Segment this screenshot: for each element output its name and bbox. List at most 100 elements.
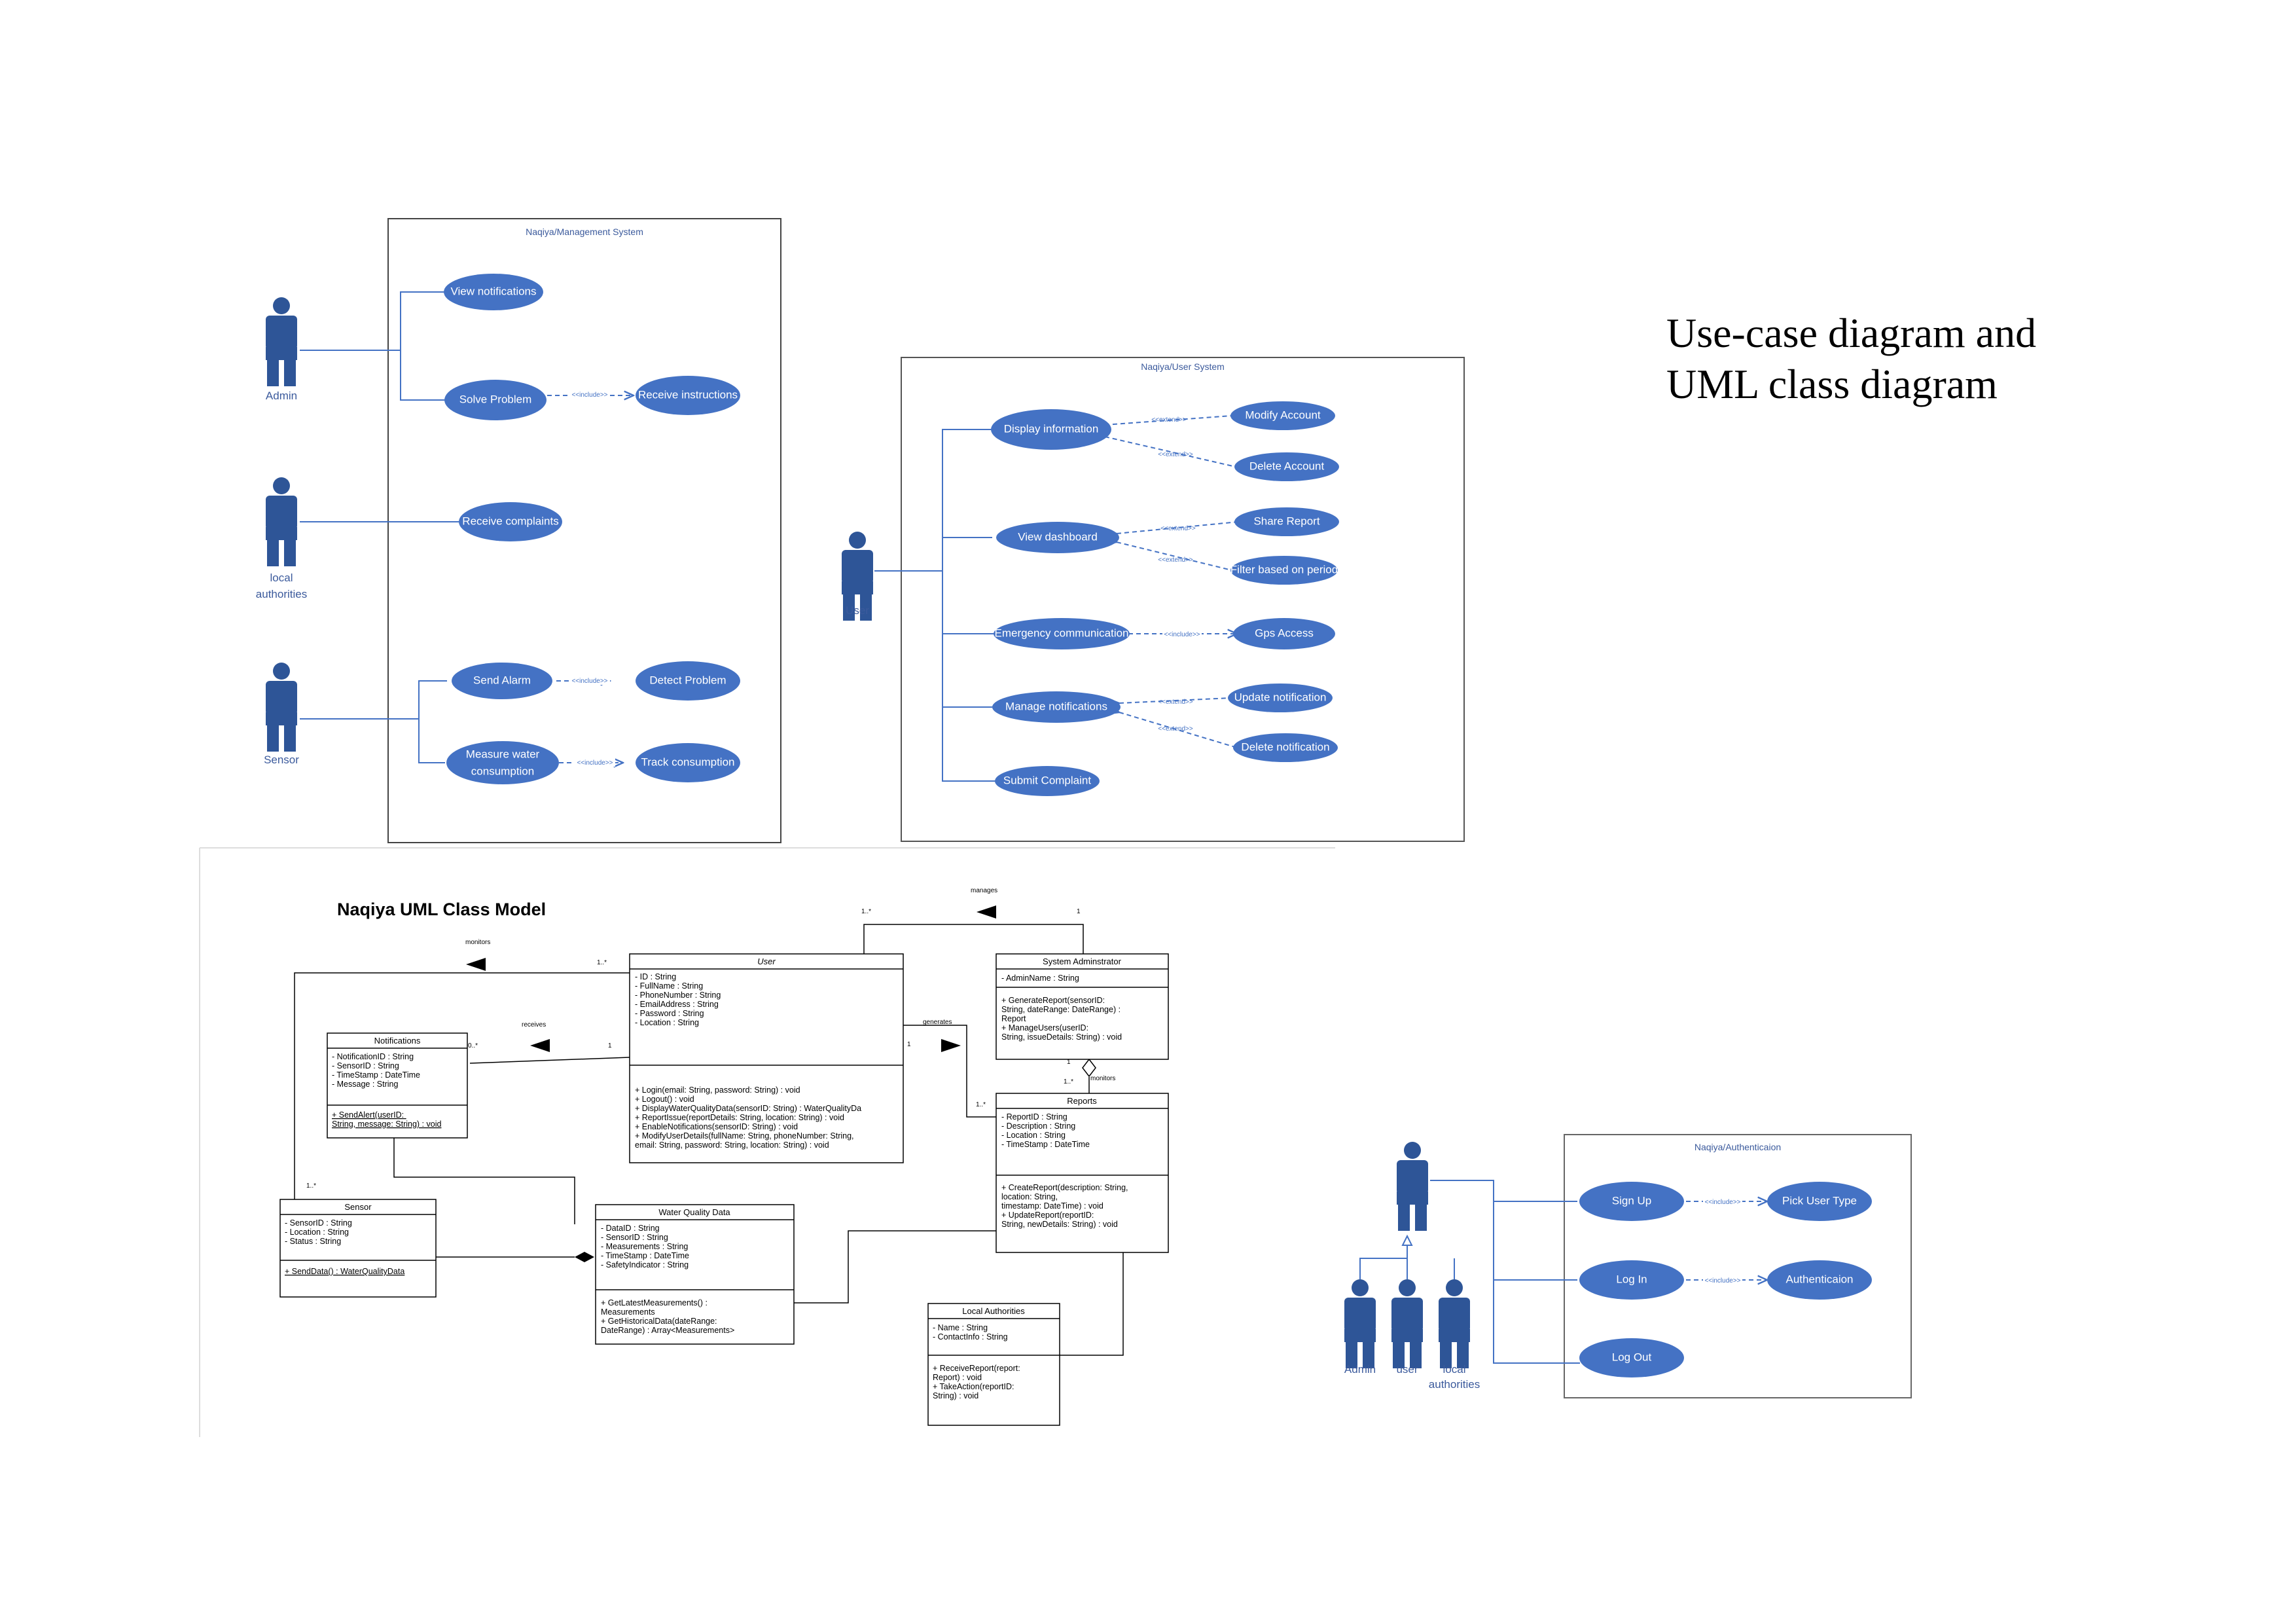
admin-actor-label: Admin xyxy=(266,390,297,402)
uc-receive-complaints xyxy=(459,502,562,541)
auth-system-boundary xyxy=(1564,1134,1912,1398)
auth-include-lines xyxy=(1686,1201,1767,1280)
class-sensor: Sensor - SensorID : String - Location : … xyxy=(279,1199,437,1298)
extend-label-3: <<extend>> xyxy=(1160,525,1196,532)
class-system-admin: System Adminstrator - AdminName : String… xyxy=(996,953,1169,1060)
extend-label-6: <<extend>> xyxy=(1158,725,1193,733)
uc-receive-instructions xyxy=(636,376,740,415)
extend-label-2: <<extend>> xyxy=(1158,451,1193,458)
class-admin-attribute: - AdminName : String xyxy=(1001,974,1079,983)
uc-delete-notification-label: Delete notification xyxy=(1241,740,1329,753)
class-model-title: Naqiya UML Class Model xyxy=(337,900,546,919)
uc-solve-problem xyxy=(444,380,547,420)
class-model: Naqiya UML Class Model manages 1..* 1 mo… xyxy=(199,847,1335,1437)
uc-update-notification-label: Update notification xyxy=(1234,691,1327,703)
class-local-methods: + ReceiveReport(report: Report) : void +… xyxy=(933,1364,1022,1400)
class-reports-attributes: - ReportID : String - Description : Stri… xyxy=(1001,1112,1090,1149)
uc-measure-water-consumption xyxy=(446,741,559,784)
uc-view-notifications-label: View notifications xyxy=(450,285,536,297)
auth-admin-actor-icon xyxy=(1344,1279,1376,1368)
class-reports-methods: + CreateReport(description: String, loca… xyxy=(1001,1183,1130,1229)
class-water-attributes: - DataID : String - SensorID : String - … xyxy=(601,1224,691,1269)
class-notifications: Notifications - NotificationID : String … xyxy=(327,1032,468,1139)
uc-sign-up-label: Sign Up xyxy=(1612,1194,1651,1207)
auth-include-label-2: <<include>> xyxy=(1704,1277,1740,1285)
auth-include-label-1: <<include>> xyxy=(1704,1199,1740,1206)
uc-receive-instructions-label: Receive instructions xyxy=(638,388,738,401)
uc-delete-account-label: Delete Account xyxy=(1249,460,1325,472)
auth-associations xyxy=(1430,1180,1580,1364)
class-notifications-attributes: - NotificationID : String - SensorID : S… xyxy=(332,1052,422,1089)
uc-measure-label-2: consumption xyxy=(471,765,534,777)
assoc-manages: manages xyxy=(971,887,997,894)
class-associations xyxy=(294,924,1124,1356)
sensor-actor-label: Sensor xyxy=(264,754,299,766)
include-label-3: <<include>> xyxy=(577,759,613,767)
auth-system-title: Naqiya/Authenticaion xyxy=(1695,1142,1781,1152)
uc-share-report xyxy=(1234,507,1339,536)
uc-update-notification xyxy=(1228,684,1333,712)
include-label-1: <<include>> xyxy=(571,392,607,399)
class-admin-name: System Adminstrator xyxy=(1043,957,1122,966)
uc-authenticaion xyxy=(1767,1260,1872,1300)
auth-admin-label: Admin xyxy=(1344,1363,1376,1376)
uc-track-consumption-label: Track consumption xyxy=(641,756,735,768)
class-sensor-name: Sensor xyxy=(344,1202,372,1212)
assoc-monitors-top: monitors xyxy=(465,939,490,946)
uc-delete-account xyxy=(1234,452,1339,481)
assoc-agg-top: 1 xyxy=(1067,1059,1071,1066)
uc-log-in xyxy=(1579,1260,1684,1300)
assoc-receives: receives xyxy=(522,1021,546,1029)
uc-gps-access-label: Gps Access xyxy=(1255,627,1314,639)
class-local-authorities: Local Authorities - Name : String - Cont… xyxy=(927,1303,1060,1426)
uc-emergency-communication xyxy=(994,618,1130,649)
uc-emergency-communication-label: Emergency communication xyxy=(994,627,1128,639)
uc-manage-notifications-label: Manage notifications xyxy=(1005,700,1107,712)
class-notifications-methods: + SendAlert(userID: String, message: Str… xyxy=(332,1110,441,1129)
class-reports-name: Reports xyxy=(1067,1096,1097,1106)
user-associations xyxy=(874,429,997,782)
management-associations xyxy=(300,291,460,763)
class-water-methods: + GetLatestMeasurements() : Measurements… xyxy=(601,1298,734,1335)
assoc-monitors-agg: monitors xyxy=(1090,1075,1115,1082)
assoc-receives-right: 1 xyxy=(608,1042,612,1049)
class-user: User - ID : String - FullName : String -… xyxy=(629,953,904,1163)
class-local-name: Local Authorities xyxy=(962,1306,1025,1316)
assoc-receives-left: 0..* xyxy=(468,1042,478,1049)
uc-receive-complaints-label: Receive complaints xyxy=(462,515,558,527)
heading-line-1: Use-case diagram and xyxy=(1666,310,2037,356)
auth-local-label-2: authorities xyxy=(1429,1378,1480,1391)
management-system: Naqiya/Management System Admin local aut… xyxy=(256,218,781,843)
uc-track-consumption xyxy=(636,743,740,782)
user-actor-label: User xyxy=(846,604,869,617)
uc-pick-user-type-label: Pick User Type xyxy=(1782,1194,1857,1207)
generates-arrow-icon xyxy=(941,1039,961,1052)
class-user-methods: + Login(email: String, password: String)… xyxy=(635,1085,864,1150)
auth-generic-actor-icon xyxy=(1397,1142,1428,1231)
uc-display-information-label: Display information xyxy=(1004,422,1099,435)
uc-gps-access xyxy=(1233,618,1335,649)
class-sensor-attributes: - SensorID : String - Location : String … xyxy=(285,1218,354,1246)
local-authorities-label-2: authorities xyxy=(256,588,307,600)
extend-label-4: <<extend>> xyxy=(1158,556,1193,564)
assoc-generates: generates xyxy=(923,1019,952,1026)
uc-solve-problem-label: Solve Problem xyxy=(459,393,532,405)
manages-arrow-icon xyxy=(977,905,996,919)
user-system-boundary xyxy=(901,357,1465,842)
management-system-boundary xyxy=(387,218,781,843)
auth-system: Naqiya/Authenticaion Admin user local au… xyxy=(1344,1134,1912,1398)
user-extend-lines xyxy=(1105,415,1239,748)
class-user-attributes: - ID : String - FullName : String - Phon… xyxy=(635,972,723,1027)
uc-view-notifications xyxy=(444,274,543,310)
user-system-title: Naqiya/User System xyxy=(1141,361,1225,372)
page-heading: Use-case diagram and UML class diagram xyxy=(1666,308,2190,410)
auth-local-label-1: local xyxy=(1443,1363,1466,1376)
receives-arrow-icon xyxy=(530,1039,550,1052)
local-authorities-label-1: local xyxy=(270,572,293,584)
uc-detect-problem-label: Detect Problem xyxy=(649,674,726,686)
uc-filter-period xyxy=(1230,556,1338,585)
uc-view-dashboard xyxy=(996,522,1119,553)
uc-sign-up xyxy=(1579,1182,1684,1221)
extend-label-1: <<extend>> xyxy=(1151,416,1187,424)
